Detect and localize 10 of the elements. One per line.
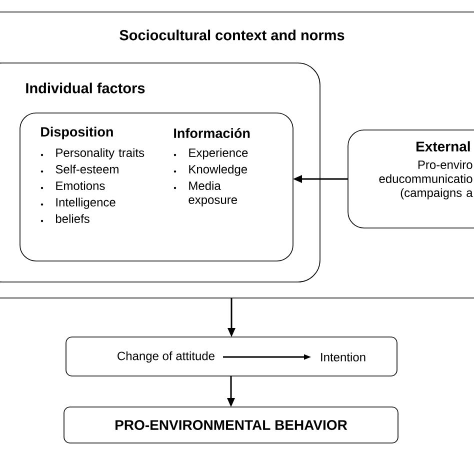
stage-text: Change of attitude bbox=[118, 351, 214, 363]
outcome-box: PRO-ENVIRONMENTAL BEHAVIOR bbox=[64, 406, 398, 444]
external-factor-box: External Pro-enviro educommunicatio (campaigns a bbox=[348, 130, 474, 228]
arrow bbox=[223, 354, 311, 360]
stage-text: Intention bbox=[321, 352, 366, 362]
process-box bbox=[66, 336, 398, 376]
arrow bbox=[227, 376, 235, 407]
arrow bbox=[293, 175, 348, 183]
arrow bbox=[228, 298, 236, 337]
factor-list-box: Disposition Personality traits Self-esteem Emotions Intelligence beliefs Información Experience Knowledge Media exposure bbox=[20, 112, 294, 262]
